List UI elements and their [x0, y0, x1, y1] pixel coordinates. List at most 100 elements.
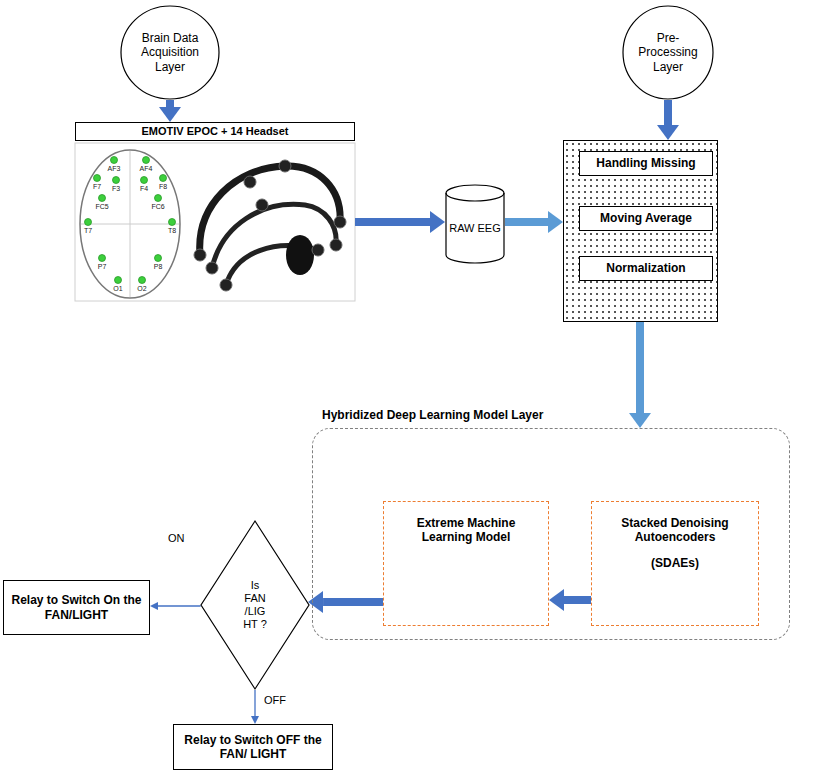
electrode-label: FC5 — [95, 203, 108, 210]
model-box: Extreme Machine Learning Model — [383, 501, 549, 626]
ellipse-outline — [623, 6, 713, 99]
edge-label: ON — [166, 532, 187, 545]
electrode-dot — [143, 157, 150, 164]
headset-sensor — [334, 216, 346, 228]
ellipse-outline — [121, 6, 219, 99]
headset-sensor — [220, 279, 232, 291]
headset-sensor — [244, 176, 256, 188]
electrode-dot — [111, 157, 118, 164]
headset-photo — [194, 160, 346, 291]
text-holder: EMOTIV EPOC + 14 Headset — [75, 122, 355, 141]
headset-sensors — [194, 160, 346, 291]
node-text: Stacked Denoising Autoencoders — [599, 516, 751, 544]
text-holder: Hybridized Deep Learning Model Layer — [319, 408, 546, 422]
headset-sensor — [194, 249, 206, 261]
text-holder: Pre-Processing Layer — [635, 31, 701, 73]
text-holder: Relay to Switch On the FAN/LIGHT — [8, 593, 145, 621]
image-frame — [75, 143, 355, 301]
text-holder: Is FAN /LIG HT ? — [240, 579, 270, 631]
headset-sensor — [256, 199, 268, 211]
connector — [636, 322, 644, 413]
cylinder-rim — [446, 193, 504, 201]
action-box: Relay to Switch On the FAN/LIGHT — [3, 580, 150, 635]
data-cylinder: RAW EEG — [445, 185, 505, 263]
cylinder-outline — [446, 185, 504, 263]
node-text: Normalization — [583, 261, 709, 275]
electrode-dot — [115, 277, 122, 284]
electrode-label: F8 — [159, 183, 167, 190]
headset-sensor — [312, 244, 324, 256]
electrode-label: O2 — [137, 285, 146, 292]
node-text: (SDAEs) — [599, 556, 751, 570]
electrode-dots — [85, 157, 176, 284]
headset-sensor — [206, 262, 218, 274]
node-text: Hybridized Deep Learning Model Layer — [322, 408, 543, 422]
connector — [564, 596, 591, 604]
process-box: Normalization — [579, 256, 713, 281]
node-text: Relay to Switch OFF the FAN/ LIGHT — [178, 733, 328, 761]
node-text: Handling Missing — [583, 156, 709, 170]
electrode-label: AF3 — [108, 165, 121, 172]
electrode-dot — [160, 175, 167, 182]
electrode-dot — [155, 255, 162, 262]
electrode-label: F3 — [112, 185, 120, 192]
electrode-label: F4 — [140, 185, 148, 192]
text-holder: Stacked Denoising Autoencoders (SDAEs) — [599, 516, 751, 570]
connector — [355, 218, 430, 226]
node-text: Is FAN /LIG HT ? — [240, 579, 270, 631]
electrode-dot — [155, 195, 162, 202]
headset-arm — [212, 204, 336, 268]
text-holder: Handling Missing — [583, 156, 709, 170]
headset-earpiece — [286, 235, 314, 275]
connector — [254, 690, 255, 716]
electrode-label: T7 — [84, 227, 92, 234]
electrode-label: P7 — [98, 263, 107, 270]
headset-panel: EMOTIV EPOC + 14 Headset — [75, 122, 355, 302]
connector — [505, 218, 548, 226]
node-text: EMOTIV EPOC + 14 Headset — [80, 125, 350, 138]
process-box: Moving Average — [579, 206, 713, 231]
electrode-dot — [169, 219, 176, 226]
diamond-outline — [201, 521, 309, 689]
headset-sensor — [279, 160, 291, 172]
text-holder: Brain Data Acquisition Layer — [134, 31, 206, 73]
model-region: Extreme Machine Learning Model Stacked De… — [312, 428, 790, 640]
electrode-label: P8 — [154, 263, 163, 270]
node-text: Extreme Machine Learning Model — [391, 516, 541, 544]
connector — [158, 605, 201, 606]
decision-diamond: Is FAN /LIG HT ? — [200, 520, 310, 690]
text-holder: Normalization — [583, 261, 709, 275]
text-holder: Extreme Machine Learning Model — [391, 516, 541, 544]
text-holder: RAW EEG — [448, 214, 502, 235]
node-text: RAW EEG — [448, 222, 502, 235]
electrode-dot — [139, 277, 146, 284]
node-text: Moving Average — [583, 211, 709, 225]
electrode-label: AF4 — [140, 165, 153, 172]
head-midline — [81, 224, 179, 225]
edge-label: OFF — [262, 694, 288, 707]
electrode-label: F7 — [93, 183, 101, 190]
connector — [664, 100, 672, 125]
node-text: Pre-Processing Layer — [635, 31, 701, 73]
electrode-label: FC6 — [151, 203, 164, 210]
node-text: Relay to Switch On the FAN/LIGHT — [8, 593, 145, 621]
text-holder: Relay to Switch OFF the FAN/ LIGHT — [178, 733, 328, 761]
node-text: Brain Data Acquisition Layer — [134, 31, 206, 73]
headset-sensor — [330, 239, 342, 251]
electrode-dot — [99, 255, 106, 262]
process-box: Handling Missing — [579, 151, 713, 176]
electrode-dot — [94, 175, 101, 182]
electrode-dot — [85, 219, 92, 226]
preprocessing-panel: Handling MissingMoving AverageNormalizat… — [563, 140, 718, 322]
head-outline — [80, 150, 180, 298]
connector — [166, 100, 174, 107]
electrode-label: O1 — [113, 285, 122, 292]
model-box: Stacked Denoising Autoencoders (SDAEs) — [591, 501, 759, 626]
layer-ellipse: Pre-Processing Layer — [622, 5, 714, 100]
electrode-dot — [99, 195, 106, 202]
text-holder: Moving Average — [583, 211, 709, 225]
electrode-dot — [141, 177, 148, 184]
